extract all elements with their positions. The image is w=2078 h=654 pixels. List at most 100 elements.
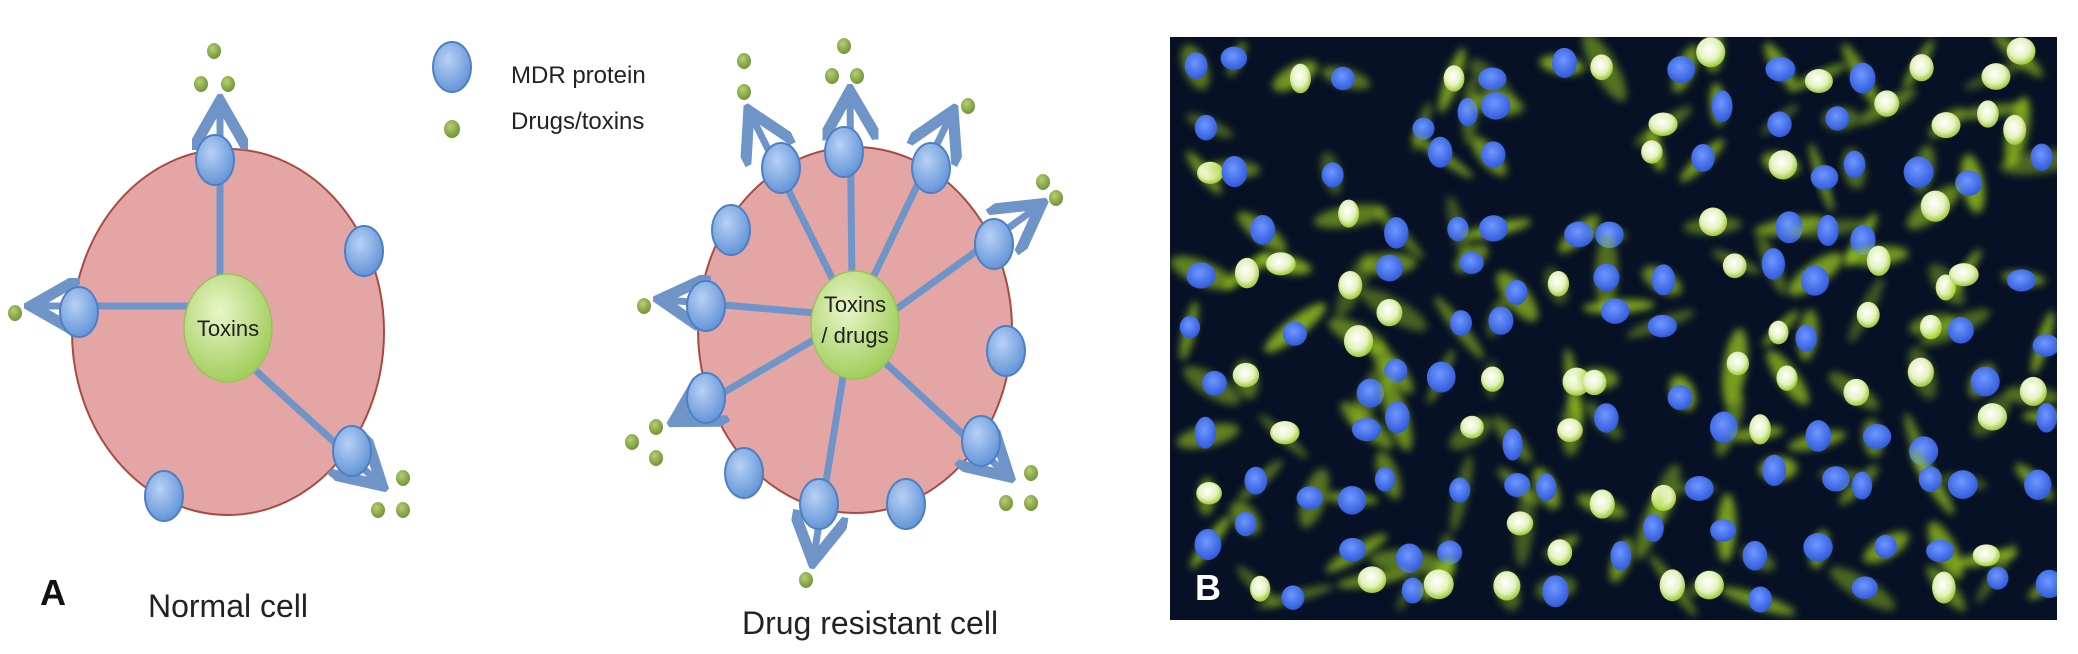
mdr-protein xyxy=(332,425,372,477)
cell-nucleus xyxy=(1931,112,1961,139)
cell-nucleus xyxy=(1909,54,1934,82)
cell-nucleus xyxy=(1918,466,1942,493)
cell-nucleus xyxy=(1667,56,1695,84)
cell-nucleus xyxy=(1805,420,1832,452)
cell-nucleus xyxy=(1643,514,1664,542)
micrograph-cells xyxy=(1170,37,2057,617)
cell-nucleus xyxy=(1874,90,1900,117)
cell-nucleus xyxy=(1357,566,1387,593)
cell-nucleus xyxy=(1557,418,1583,443)
cell-nucleus xyxy=(1610,541,1632,571)
cell-nucleus xyxy=(1493,571,1521,601)
cell-nucleus xyxy=(1776,365,1798,391)
cell-nucleus xyxy=(1339,537,1366,562)
cell-nucleus xyxy=(1281,585,1305,610)
cell-nucleus xyxy=(1479,215,1508,242)
cell-nucleus xyxy=(1843,378,1870,406)
cell-nucleus xyxy=(1948,316,1974,344)
cell-nucleus xyxy=(1800,265,1829,296)
cell-nucleus xyxy=(1765,56,1796,82)
panel-a-letter: A xyxy=(40,572,66,613)
cell-nucleus xyxy=(1726,351,1749,376)
cell-nucleus xyxy=(1426,361,1456,393)
cell-nucleus xyxy=(1803,533,1833,562)
cell-nucleus xyxy=(2036,402,2057,433)
cell-nucleus xyxy=(1866,245,1891,276)
cell-nucleus xyxy=(1384,358,1408,383)
cell-nucleus xyxy=(1460,415,1484,439)
panel-b: B xyxy=(1170,37,2057,620)
cell-nucleus xyxy=(1593,263,1620,292)
cell-nucleus xyxy=(1321,162,1344,188)
normal-cell-nucleus-label: Toxins xyxy=(197,316,259,341)
resistant-cell-caption: Drug resistant cell xyxy=(742,605,998,641)
drug-particles xyxy=(8,43,410,518)
cell-nucleus xyxy=(1384,217,1409,249)
cell-nucleus xyxy=(2006,37,2036,65)
cell-nucleus xyxy=(1748,586,1773,613)
cell-nucleus xyxy=(1762,454,1787,487)
cell-nucleus xyxy=(1851,576,1878,600)
cell-nucleus xyxy=(1437,540,1463,565)
resistant-cell-nucleus-label-2: / drugs xyxy=(821,323,888,348)
cell-nucleus xyxy=(1972,544,2000,567)
legend: MDR protein Drugs/toxins xyxy=(432,41,646,138)
cell-nucleus xyxy=(1667,385,1693,411)
cell-nucleus xyxy=(1296,486,1324,510)
normal-cell-nucleus xyxy=(183,273,273,383)
cell-nucleus xyxy=(1232,362,1260,388)
cell-nucleus xyxy=(1647,314,1677,338)
legend-protein-label: MDR protein xyxy=(511,62,646,89)
mdr-protein xyxy=(59,286,99,338)
cell-nucleus xyxy=(1194,114,1218,141)
panel-a: MDR protein Drugs/toxins Toxins xyxy=(8,38,1063,641)
cell-nucleus xyxy=(1502,428,1523,461)
cell-nucleus xyxy=(1947,470,1978,499)
cell-nucleus xyxy=(1385,401,1410,434)
cell-nucleus xyxy=(1234,511,1257,537)
cell-nucleus xyxy=(1504,473,1531,497)
cell-nucleus xyxy=(1849,62,1876,94)
cell-nucleus xyxy=(1722,253,1747,279)
cell-nucleus xyxy=(2030,143,2053,171)
cell-nucleus xyxy=(1711,90,1733,123)
cell-nucleus xyxy=(1981,63,2011,90)
cell-nucleus xyxy=(1338,199,1360,228)
cell-nucleus xyxy=(2024,469,2052,500)
mdr-protein xyxy=(144,470,184,522)
resistant-cell-nucleus-label-1: Toxins xyxy=(824,292,886,317)
cell-nucleus xyxy=(1874,534,1897,559)
resistant-cell: Toxins / drugs Drug res xyxy=(625,38,1063,641)
cell-nucleus xyxy=(1395,543,1423,573)
cell-nucleus xyxy=(1641,140,1663,164)
drug-particles xyxy=(625,38,1063,588)
cell-nucleus xyxy=(1506,511,1534,536)
cell-nucleus xyxy=(1651,264,1676,296)
cell-nucleus xyxy=(1804,69,1833,93)
cell-nucleus xyxy=(1244,466,1268,495)
cell-nucleus xyxy=(1338,271,1363,300)
cell-nucleus xyxy=(1374,467,1396,492)
cell-nucleus xyxy=(1590,54,1613,81)
cell-nucleus xyxy=(1194,528,1222,561)
cell-nucleus xyxy=(1265,252,1296,276)
cell-nucleus xyxy=(2035,569,2057,599)
cell-nucleus xyxy=(1852,471,1873,500)
cell-nucleus xyxy=(1709,411,1738,443)
cell-nucleus xyxy=(1955,170,1983,197)
cell-nucleus xyxy=(1589,489,1615,519)
cell-nucleus xyxy=(1186,262,1216,289)
cell-nucleus xyxy=(1691,143,1715,172)
cell-nucleus xyxy=(1932,571,1956,604)
cell-nucleus xyxy=(1817,214,1839,247)
cell-nucleus xyxy=(1825,106,1850,131)
cell-nucleus xyxy=(1986,566,2009,590)
cell-nucleus xyxy=(1356,378,1385,408)
cell-nucleus xyxy=(1547,270,1570,297)
cell-nucleus xyxy=(1250,215,1276,245)
cell-nucleus xyxy=(1768,320,1789,345)
cell-nucleus xyxy=(1481,366,1504,392)
cell-nucleus xyxy=(1547,539,1573,566)
cell-nucleus xyxy=(1926,539,1955,563)
legend-drug-label: Drugs/toxins xyxy=(511,108,644,135)
